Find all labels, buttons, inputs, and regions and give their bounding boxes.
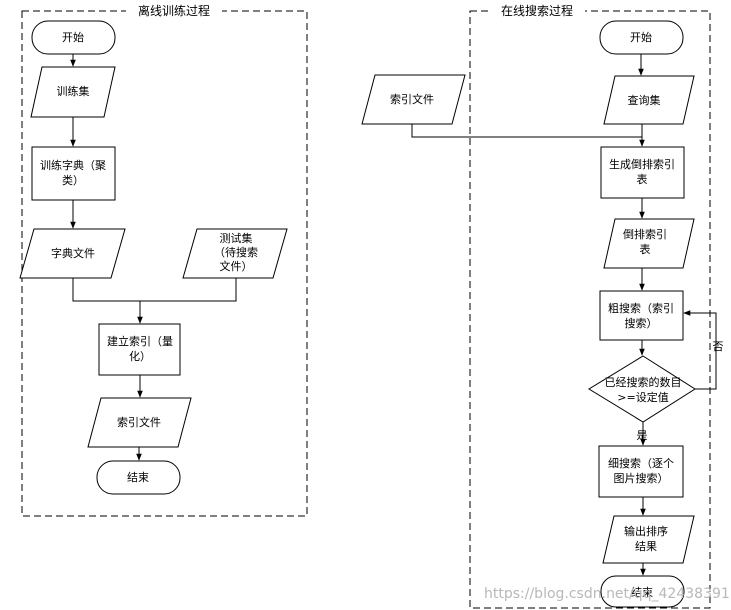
inverted-table-label-1: 倒排索引 <box>623 227 667 241</box>
online-index-file-node: 索引文件 <box>361 74 466 125</box>
online-frame: 在线搜索过程 <box>469 3 711 609</box>
offline-index-file-node: 索引文件 <box>87 397 192 448</box>
online-edges <box>411 54 717 576</box>
output-node: 输出排序 结果 <box>602 515 695 564</box>
no-label: 否 <box>713 340 724 353</box>
test-set-node: 测试集 （待搜索 文件） <box>182 228 288 279</box>
decision-label-2: >=设定值 <box>617 390 668 404</box>
online-start-label: 开始 <box>630 30 652 44</box>
offline-end-label: 结束 <box>127 471 149 484</box>
build-index-node: 建立索引（量 化） <box>98 323 181 376</box>
edge-indexfile-to-gen <box>411 124 642 138</box>
query-set-label: 查询集 <box>628 93 661 107</box>
inverted-table-node: 倒排索引 表 <box>603 218 695 269</box>
train-dict-label-2: 类） <box>62 173 84 187</box>
offline-edges <box>70 54 237 461</box>
online-end-node: 结束 <box>600 575 685 608</box>
gen-inverted-label-1: 生成倒排索引 <box>609 157 675 171</box>
fine-search-label-1: 细搜索（逐个 <box>608 456 674 470</box>
train-dict-node: 训练字典（聚 类） <box>31 146 116 201</box>
query-set-node: 查询集 <box>603 75 695 125</box>
test-set-label-1: 测试集 <box>220 231 253 245</box>
train-set-node: 训练集 <box>30 66 116 118</box>
train-dict-label-1: 训练字典（聚 <box>40 158 106 172</box>
test-set-label-2: （待搜索 <box>214 245 258 259</box>
inverted-table-label-2: 表 <box>640 242 651 256</box>
build-index-label-2: 化） <box>129 349 151 363</box>
offline-index-file-label: 索引文件 <box>117 415 161 429</box>
offline-start-label: 开始 <box>62 30 84 44</box>
output-label-1: 输出排序 <box>624 524 668 538</box>
decision-label-1: 已经搜索的数目 <box>605 375 682 389</box>
watermark-text: https://blog.csdn.net/qq_42438391 <box>484 586 730 602</box>
yes-label: 是 <box>637 429 648 442</box>
offline-end-node: 结束 <box>96 460 181 495</box>
decision-node: 已经搜索的数目 >=设定值 <box>588 355 696 423</box>
dict-file-label: 字典文件 <box>51 246 95 260</box>
online-index-file-label: 索引文件 <box>390 92 434 106</box>
dict-file-node: 字典文件 <box>19 228 126 279</box>
edge-decision-no-loop <box>683 310 717 390</box>
online-start-node: 开始 <box>599 20 684 55</box>
gen-inverted-node: 生成倒排索引 表 <box>600 146 685 199</box>
gen-inverted-label-2: 表 <box>637 172 648 186</box>
coarse-search-label-2: 搜索） <box>625 316 658 330</box>
output-label-2: 结果 <box>635 540 657 553</box>
coarse-search-label-1: 粗搜索（索引 <box>608 301 674 315</box>
build-index-label-1: 建立索引（量 <box>107 334 173 348</box>
offline-frame: 离线训练过程 <box>21 3 308 517</box>
fine-search-label-2: 图片搜索） <box>614 471 669 485</box>
coarse-search-node: 粗搜索（索引 搜索） <box>599 290 684 341</box>
train-set-label: 训练集 <box>57 84 90 98</box>
offline-title: 离线训练过程 <box>138 3 210 18</box>
fine-search-node: 细搜索（逐个 图片搜索） <box>598 445 684 498</box>
test-set-label-3: 文件） <box>220 259 253 273</box>
edge-merge-files <box>72 278 237 302</box>
online-title: 在线搜索过程 <box>501 3 573 18</box>
online-end-label: 结束 <box>631 586 653 599</box>
offline-start-node: 开始 <box>31 20 116 55</box>
